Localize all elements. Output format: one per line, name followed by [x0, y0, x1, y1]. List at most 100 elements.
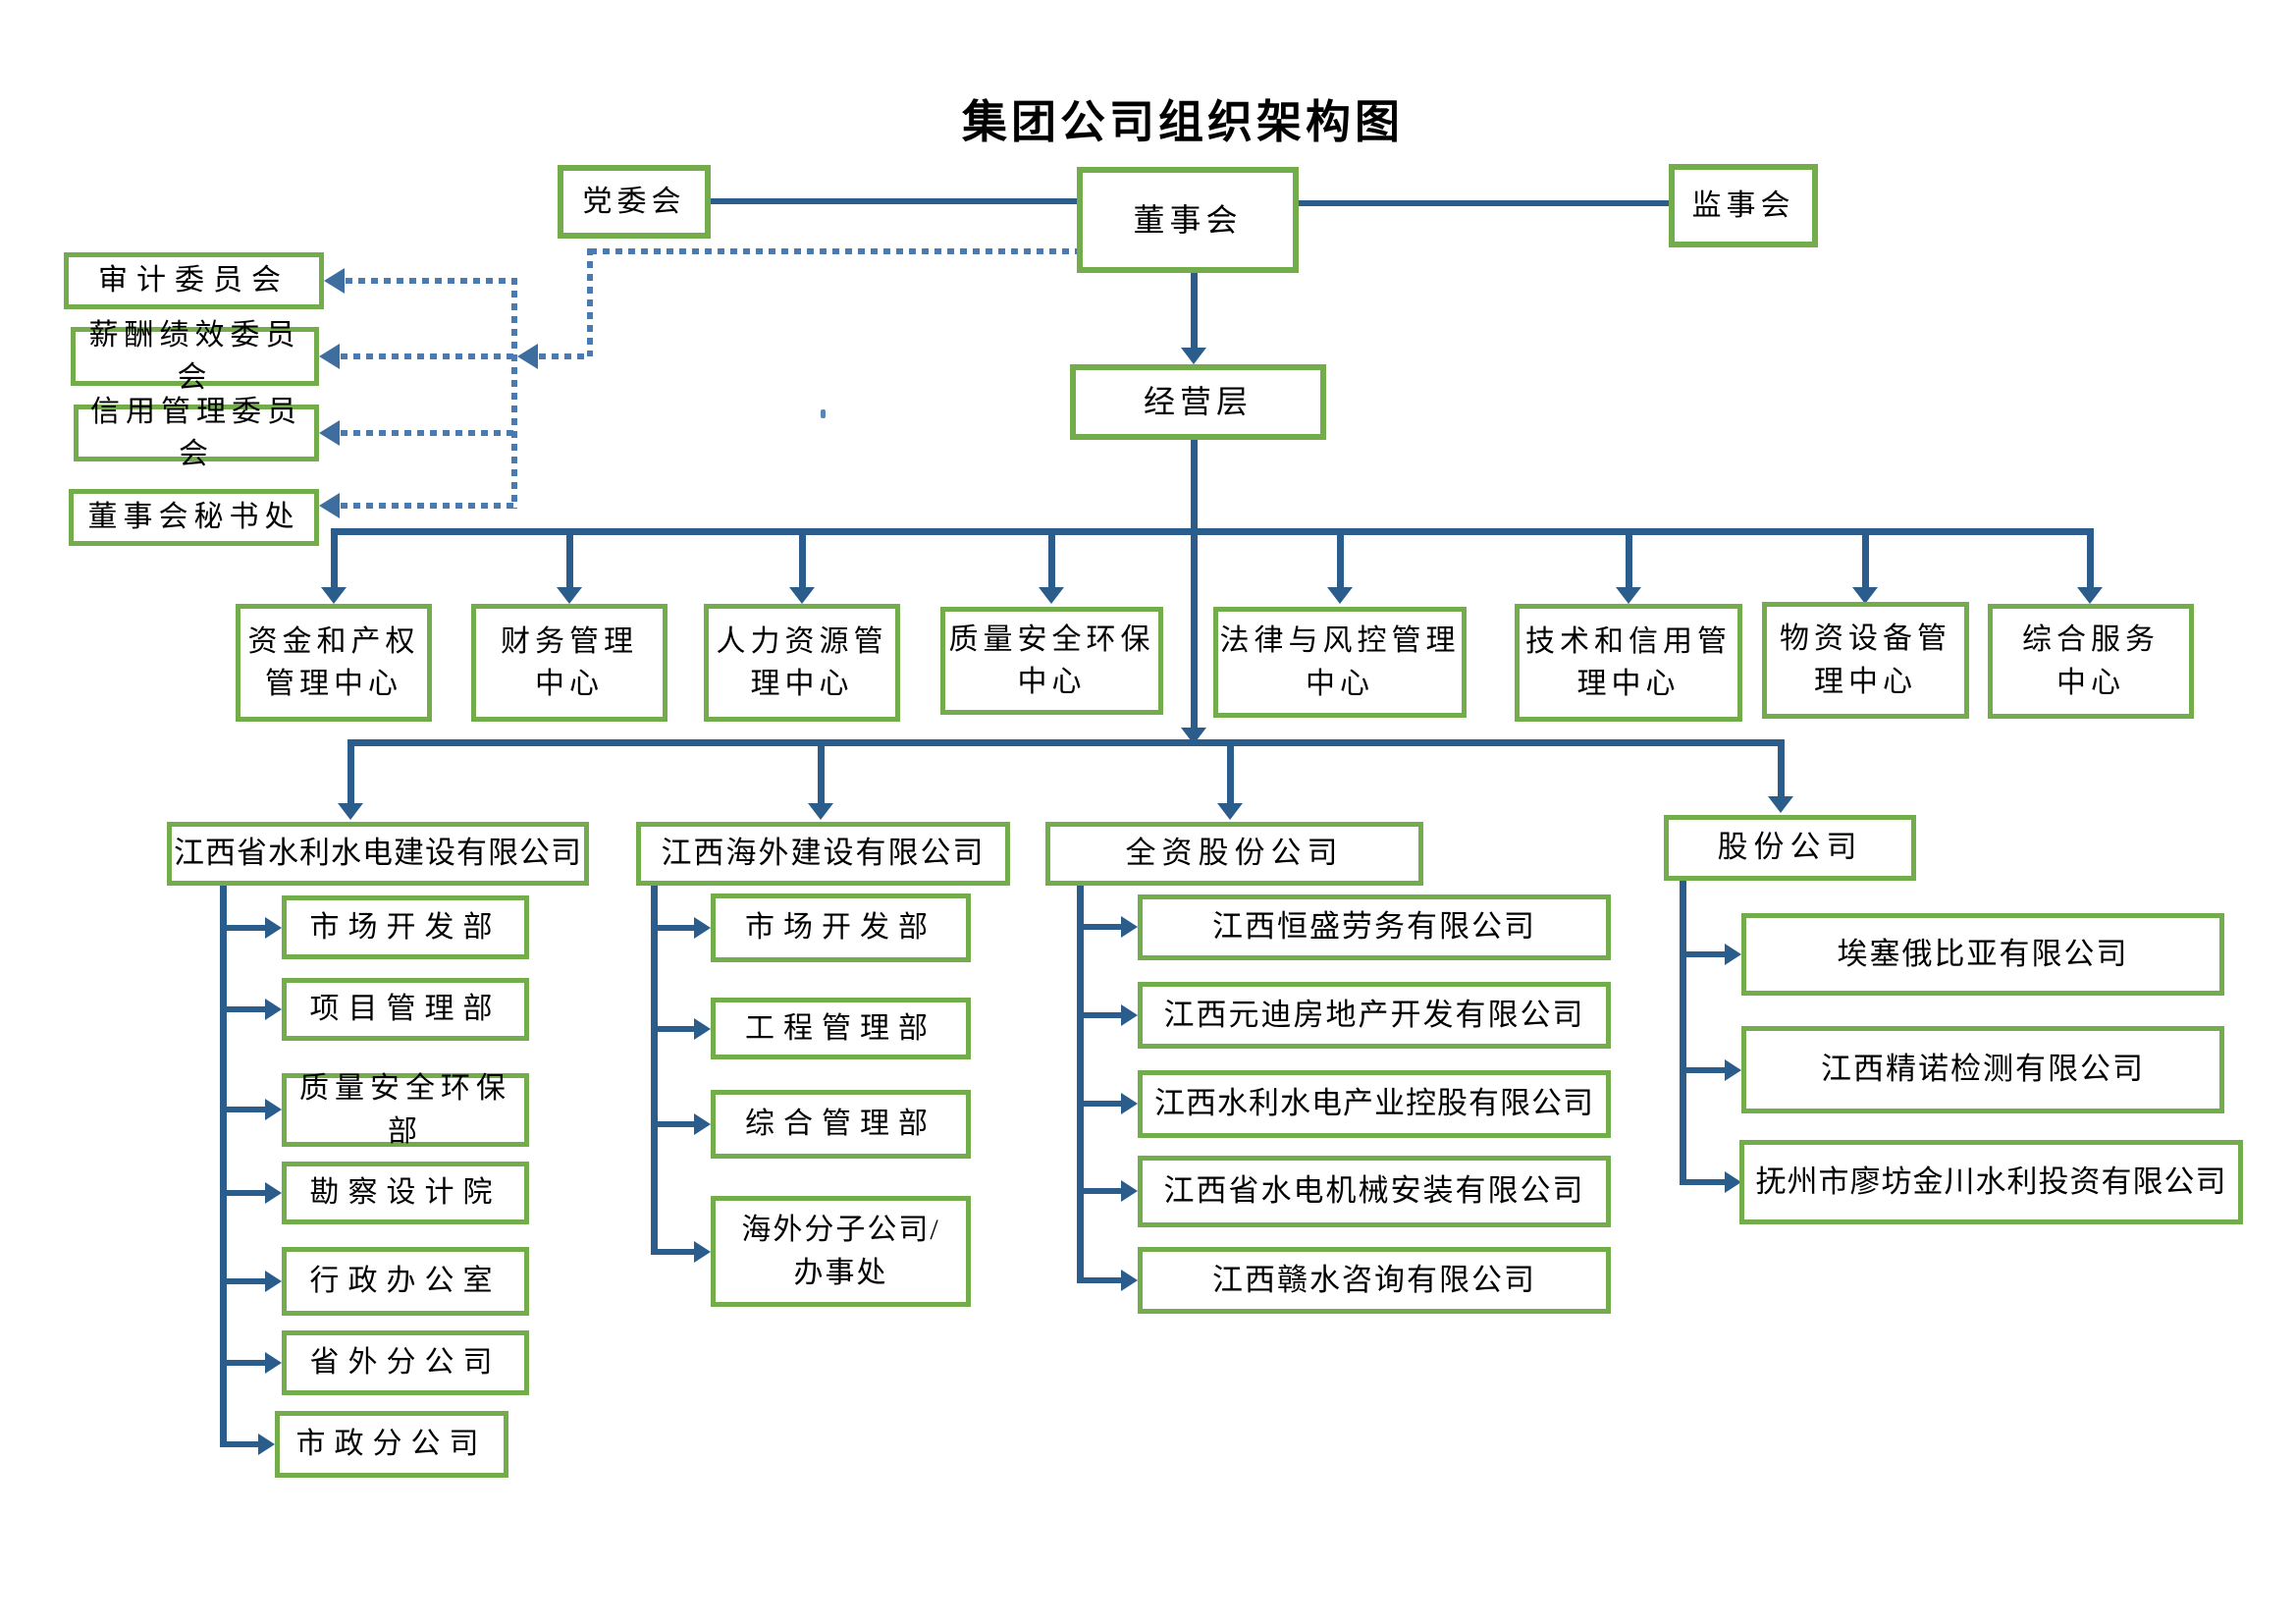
arrowhead-down-icon	[1327, 587, 1353, 604]
arrowhead-right-icon	[258, 1434, 275, 1455]
center-drop	[1337, 528, 1344, 589]
child-link	[1077, 1277, 1121, 1283]
node-label-line2: 中心	[2056, 666, 2125, 699]
child-link	[220, 1190, 268, 1196]
node-dept-market-dev-2[interactable]: 市场开发部	[711, 893, 971, 962]
arrowhead-left-icon	[319, 420, 340, 446]
node-label-line1: 资金和产权	[247, 624, 420, 658]
child-link	[1680, 1179, 1725, 1185]
node-label: 经营层	[1143, 384, 1253, 420]
node-label-line2: 中心	[535, 668, 604, 700]
arrowhead-right-icon	[1121, 1180, 1138, 1202]
node-dept-market-dev-1[interactable]: 市场开发部	[282, 895, 529, 959]
node-company-hengsheng-labor[interactable]: 江西恒盛劳务有限公司	[1138, 894, 1611, 960]
node-dept-general-mgmt[interactable]: 综合管理部	[711, 1090, 971, 1159]
arrowhead-down-icon	[1217, 803, 1243, 820]
node-dept-quality-safety[interactable]: 质量安全环保部	[282, 1072, 529, 1148]
node-audit-committee[interactable]: 审计委员会	[64, 252, 324, 309]
node-label: 江西赣水咨询有限公司	[1212, 1262, 1536, 1297]
node-company-jingnuo-testing[interactable]: 江西精诺检测有限公司	[1741, 1026, 2224, 1113]
subsidiary-drop	[347, 739, 354, 805]
node-supervisory-board[interactable]: 监事会	[1669, 164, 1818, 247]
node-label: 江西元迪房地产开发有限公司	[1163, 997, 1585, 1032]
node-center-capital-property[interactable]: 资金和产权管理中心	[236, 604, 432, 722]
arrowhead-right-icon	[1725, 1171, 1741, 1193]
node-label: 党委会	[582, 185, 686, 218]
node-label-line1: 技术和信用管	[1525, 624, 1732, 658]
node-dept-overseas-branches[interactable]: 海外分子公司/ 办事处	[711, 1196, 971, 1307]
node-label: 江西恒盛劳务有限公司	[1212, 909, 1536, 945]
child-link	[220, 1278, 268, 1284]
node-board[interactable]: 董事会	[1077, 167, 1299, 273]
child-link	[1077, 924, 1121, 930]
node-label: 股份公司	[1717, 830, 1863, 865]
node-label: 监事会	[1691, 189, 1795, 222]
arrowhead-right-icon	[1121, 1270, 1138, 1291]
node-dept-survey-design[interactable]: 勘察设计院	[282, 1162, 529, 1224]
arrowhead-right-icon	[694, 917, 711, 939]
arrowhead-down-icon	[789, 587, 815, 604]
node-company-fuzhou-liaofang-investment[interactable]: 抚州市廖坊金川水利投资有限公司	[1739, 1140, 2243, 1224]
node-center-finance[interactable]: 财务管理中心	[471, 604, 667, 722]
child-link	[651, 925, 694, 931]
node-label: 抚州市廖坊金川水利投资有限公司	[1755, 1164, 2227, 1199]
arrowhead-down-icon	[1039, 587, 1064, 604]
arrowhead-right-icon	[694, 1018, 711, 1040]
node-party-committee[interactable]: 党委会	[558, 165, 711, 239]
node-label: 江西省水电机械安装有限公司	[1163, 1173, 1585, 1209]
node-center-general-services[interactable]: 综合服务中心	[1988, 604, 2194, 719]
node-management-layer[interactable]: 经营层	[1070, 364, 1326, 440]
node-label: 董事会	[1133, 201, 1243, 238]
arrowhead-down-icon	[2077, 587, 2103, 604]
child-link	[651, 1249, 694, 1255]
node-dept-admin-office[interactable]: 行政办公室	[282, 1247, 529, 1316]
node-company-ganshui-consulting[interactable]: 江西赣水咨询有限公司	[1138, 1247, 1611, 1314]
child-link	[1680, 951, 1725, 957]
spine-col4	[1680, 881, 1686, 1183]
node-dept-municipal-branch[interactable]: 市政分公司	[275, 1411, 508, 1478]
node-subsidiary-shareholding[interactable]: 股份公司	[1664, 815, 1916, 881]
node-dept-project-mgmt[interactable]: 项目管理部	[282, 978, 529, 1041]
node-label-line2: 办事处	[793, 1256, 888, 1289]
node-center-human-resources[interactable]: 人力资源管理中心	[704, 604, 900, 722]
node-credit-management-committee[interactable]: 信用管理委员会	[74, 396, 319, 470]
arrowhead-down-icon	[338, 803, 363, 820]
node-company-yuandi-realestate[interactable]: 江西元迪房地产开发有限公司	[1138, 982, 1611, 1049]
arrowhead-right-icon	[1725, 944, 1741, 965]
node-salary-performance-committee[interactable]: 薪酬绩效委员会	[71, 319, 319, 394]
node-label: 市场开发部	[309, 910, 502, 944]
node-company-ethiopia[interactable]: 埃塞俄比亚有限公司	[1741, 913, 2224, 996]
node-dept-out-of-province-branch[interactable]: 省外分公司	[282, 1330, 529, 1395]
arrowhead-right-icon	[265, 999, 282, 1020]
arrowhead-down-icon	[1768, 796, 1793, 813]
child-link	[1077, 1012, 1121, 1018]
connector-board-management	[1191, 273, 1198, 350]
dotted-committee-spine	[511, 278, 517, 509]
node-label: 质量安全环保部	[299, 1072, 511, 1148]
child-link	[1680, 1067, 1725, 1073]
child-link	[1077, 1101, 1121, 1107]
node-center-quality-safety[interactable]: 质量安全环保中心	[940, 607, 1163, 715]
node-subsidiary-wholly-owned[interactable]: 全资股份公司	[1045, 822, 1423, 886]
arrowhead-left-icon	[319, 493, 340, 518]
node-label-line1: 质量安全环保	[948, 623, 1155, 656]
arrowhead-right-icon	[1725, 1059, 1741, 1081]
node-center-materials-equipment[interactable]: 物资设备管理中心	[1762, 602, 1969, 719]
node-center-legal-risk[interactable]: 法律与风控管理中心	[1213, 607, 1467, 718]
arrowhead-right-icon	[265, 1271, 282, 1292]
arrowhead-right-icon	[694, 1113, 711, 1135]
arrowhead-right-icon	[265, 917, 282, 939]
dotted-arrow-credit	[341, 430, 514, 436]
node-label-line1: 法律与风控管理	[1219, 624, 1461, 657]
node-board-secretariat[interactable]: 董事会秘书处	[69, 489, 319, 546]
dotted-arrow-salary	[341, 353, 514, 359]
node-company-machinery-installation[interactable]: 江西省水电机械安装有限公司	[1138, 1156, 1611, 1227]
node-subsidiary-jx-overseas[interactable]: 江西海外建设有限公司	[636, 822, 1010, 886]
subsidiary-drop	[818, 739, 825, 805]
node-subsidiary-jx-water-construction[interactable]: 江西省水利水电建设有限公司	[167, 822, 589, 886]
node-center-tech-credit[interactable]: 技术和信用管理中心	[1515, 604, 1742, 722]
node-company-industry-holding[interactable]: 江西水利水电产业控股有限公司	[1138, 1070, 1611, 1138]
node-label: 市场开发部	[745, 911, 936, 945]
node-label: 薪酬绩效委员会	[88, 318, 301, 395]
node-dept-engineering-mgmt[interactable]: 工程管理部	[711, 998, 971, 1059]
